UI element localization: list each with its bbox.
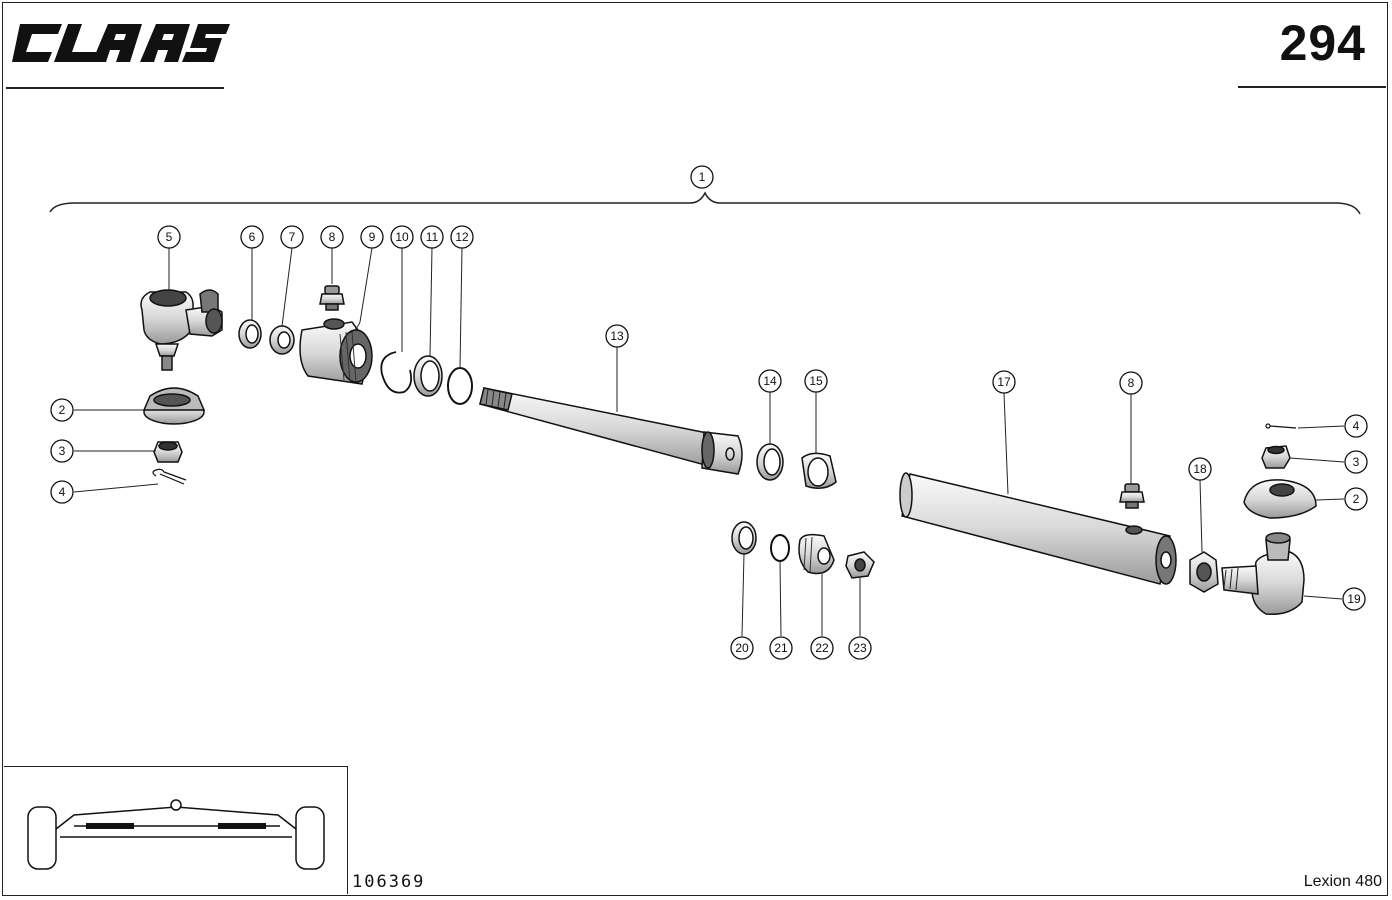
svg-text:8: 8: [329, 230, 336, 244]
clamp-housing: [299, 318, 373, 385]
svg-text:4: 4: [1353, 419, 1360, 433]
left-cylinder-highlight: [86, 823, 134, 829]
callout-18: 18: [1188, 457, 1212, 481]
svg-text:10: 10: [395, 230, 409, 244]
svg-text:20: 20: [735, 641, 749, 655]
svg-text:15: 15: [809, 374, 823, 388]
callout-22: 22: [810, 636, 834, 660]
left-dust-cap: [142, 387, 206, 425]
leader-lines: [73, 247, 1345, 637]
callout-21: 21: [769, 636, 793, 660]
figure-number: 106369: [352, 872, 426, 892]
bushing-22: [798, 533, 835, 575]
left-wheel: [27, 806, 57, 870]
callout-3-left: 3: [50, 439, 74, 463]
location-inset: [4, 766, 348, 894]
svg-text:7: 7: [289, 230, 296, 244]
right-castle-nut: [1261, 445, 1291, 469]
svg-text:19: 19: [1347, 592, 1361, 606]
grease-nipple-right: [1119, 483, 1145, 509]
svg-text:4: 4: [59, 485, 66, 499]
svg-text:17: 17: [997, 375, 1011, 389]
callout-13: 13: [605, 324, 629, 348]
callout-20: 20: [730, 636, 754, 660]
ring-15: [801, 452, 837, 489]
callout-9: 9: [360, 225, 384, 249]
left-cotter-pin: [152, 468, 187, 485]
callout-11: 11: [420, 225, 444, 249]
o-ring-21: [770, 534, 790, 562]
model-name: Lexion 480: [1303, 873, 1382, 890]
ring-7: [269, 325, 295, 355]
callout-7: 7: [280, 225, 304, 249]
page-number-underline: [1238, 86, 1386, 88]
svg-text:9: 9: [369, 230, 376, 244]
svg-text:2: 2: [1353, 492, 1360, 506]
callout-12: 12: [450, 225, 474, 249]
o-ring-12: [447, 367, 473, 405]
callout-4-left: 4: [50, 480, 74, 504]
callout-8-left: 8: [320, 225, 344, 249]
cylinder-tube: [899, 472, 1177, 585]
svg-text:3: 3: [59, 444, 66, 458]
right-ball-joint: [1221, 532, 1305, 615]
nut-23: [845, 551, 875, 579]
callout-8-right: 8: [1119, 371, 1143, 395]
grease-nipple-left: [319, 285, 345, 311]
callout-10: 10: [390, 225, 414, 249]
axle-overview-diagram: [27, 799, 325, 870]
callout-14: 14: [758, 369, 782, 393]
callout-15: 15: [804, 369, 828, 393]
svg-text:11: 11: [426, 230, 439, 244]
svg-text:8: 8: [1128, 376, 1135, 390]
callout-6: 6: [240, 225, 264, 249]
svg-text:1: 1: [699, 170, 706, 184]
ring-11: [413, 355, 443, 397]
callout-2-right: 2: [1344, 487, 1368, 511]
callout-5: 5: [157, 225, 181, 249]
callout-19: 19: [1342, 587, 1366, 611]
claas-logo: [12, 24, 230, 62]
svg-text:6: 6: [249, 230, 256, 244]
brand-underline: [6, 87, 224, 89]
callout-4-right: 4: [1344, 414, 1368, 438]
svg-text:21: 21: [774, 641, 788, 655]
svg-text:23: 23: [853, 641, 867, 655]
svg-text:14: 14: [763, 374, 777, 388]
right-dust-cap: [1243, 479, 1317, 519]
page-number: 294: [1279, 15, 1366, 71]
piston-rod: [479, 387, 743, 475]
svg-text:2: 2: [59, 403, 66, 417]
right-wheel: [295, 806, 325, 870]
svg-text:3: 3: [1353, 455, 1360, 469]
assembly-brace: [49, 191, 1361, 215]
callout-1: 1: [690, 165, 714, 189]
left-castle-nut: [153, 441, 183, 463]
right-cotter-pin: [1265, 423, 1297, 429]
svg-text:18: 18: [1193, 462, 1207, 476]
snap-ring: [380, 351, 413, 394]
callout-17: 17: [992, 370, 1016, 394]
svg-text:22: 22: [815, 641, 829, 655]
ring-6: [238, 319, 262, 349]
ring-20: [731, 521, 757, 555]
svg-text:12: 12: [455, 230, 469, 244]
svg-text:5: 5: [166, 230, 173, 244]
ring-14: [756, 443, 784, 481]
svg-text:13: 13: [610, 329, 624, 343]
left-ball-joint: [140, 289, 223, 371]
nut-18: [1189, 551, 1219, 593]
callout-3-right: 3: [1344, 450, 1368, 474]
callout-2-left: 2: [50, 398, 74, 422]
right-cylinder-highlight: [218, 823, 266, 829]
callout-23: 23: [848, 636, 872, 660]
